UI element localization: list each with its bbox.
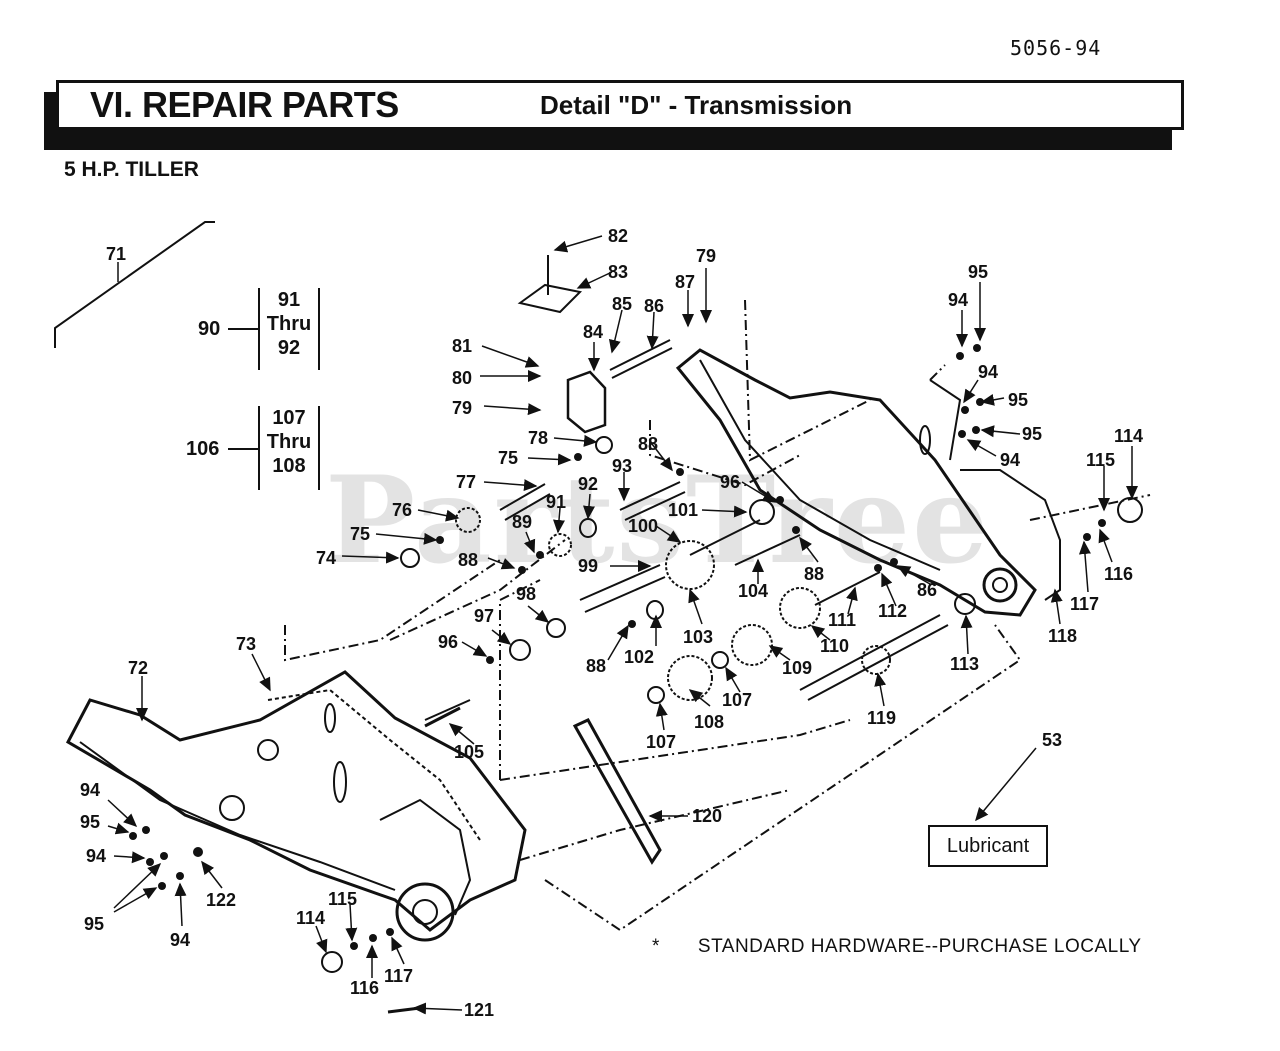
- detail-title: Detail "D" - Transmission: [540, 90, 853, 120]
- part-callout-95: 95: [80, 812, 100, 832]
- part-callout-117: 117: [384, 966, 413, 986]
- group-90-line: Thru: [266, 313, 312, 335]
- part-callout-98: 98: [516, 584, 536, 604]
- part-callout-83: 83: [608, 262, 628, 282]
- part-callout-113: 113: [950, 654, 979, 674]
- part-callout-85: 85: [612, 294, 632, 314]
- part-callout-82: 82: [608, 226, 628, 246]
- part-callout-95: 95: [1008, 390, 1028, 410]
- part-callout-86: 86: [644, 296, 664, 316]
- part-callout-102: 102: [624, 647, 654, 667]
- part-callout-115: 115: [328, 889, 357, 909]
- part-callout-101: 101: [668, 500, 698, 520]
- part-callout-53: 53: [1042, 730, 1062, 750]
- part-callout-103: 103: [683, 627, 713, 647]
- model-label: 5 H.P. TILLER: [64, 158, 199, 181]
- part-callout-73: 73: [236, 634, 256, 654]
- group-106-line: Thru: [266, 431, 312, 453]
- group-90-box: 91 Thru 92: [258, 288, 320, 370]
- part-callout-94: 94: [1000, 450, 1020, 470]
- part-callout-107: 107: [722, 690, 752, 710]
- part-callout-99: 99: [578, 556, 598, 576]
- part-callout-80: 80: [452, 368, 472, 388]
- part-callout-105: 105: [454, 742, 484, 762]
- part-callout-94: 94: [86, 846, 106, 866]
- part-callout-87: 87: [675, 272, 695, 292]
- part-callout-95: 95: [1022, 424, 1042, 444]
- part-callout-75: 75: [350, 524, 370, 544]
- part-callout-94: 94: [80, 780, 100, 800]
- part-callout-121: 121: [464, 1000, 494, 1020]
- part-callout-118: 118: [1048, 626, 1077, 646]
- part-callout-91: 91: [546, 492, 566, 512]
- part-callout-95: 95: [84, 914, 104, 934]
- part-callout-81: 81: [452, 336, 472, 356]
- group-90-line: 91: [277, 289, 301, 311]
- part-callout-88: 88: [586, 656, 606, 676]
- part-callout-93: 93: [612, 456, 632, 476]
- part-callout-94: 94: [978, 362, 998, 382]
- part-callout-114: 114: [1114, 426, 1143, 446]
- leader-arrows: [107, 235, 1138, 1015]
- part-callout-88: 88: [804, 564, 824, 584]
- part-callout-78: 78: [528, 428, 548, 448]
- part-callout-100: 100: [628, 516, 658, 536]
- part-callout-88: 88: [638, 434, 658, 454]
- part-callout-88: 88: [458, 550, 478, 570]
- part-callout-71: 71: [106, 244, 126, 264]
- part-callout-122: 122: [206, 890, 236, 910]
- part-callout-108: 108: [694, 712, 724, 732]
- part-callout-79: 79: [452, 398, 472, 418]
- group-106-line: 108: [272, 455, 306, 477]
- part-callout-116: 116: [350, 978, 379, 998]
- part-callout-119: 119: [867, 708, 896, 728]
- part-callout-96: 96: [438, 632, 458, 652]
- part-callout-94: 94: [948, 290, 968, 310]
- footnote-text: STANDARD HARDWARE--PURCHASE LOCALLY: [697, 936, 1142, 957]
- group-90-line: 92: [277, 337, 301, 359]
- part-callout-79: 79: [696, 246, 716, 266]
- part-callout-110: 110: [820, 636, 849, 656]
- part-callout-107: 107: [646, 732, 676, 752]
- part-callout-89: 89: [512, 512, 532, 532]
- part-callout-95: 95: [968, 262, 988, 282]
- part-callout-72: 72: [128, 658, 148, 678]
- part-callout-97: 97: [474, 606, 494, 626]
- group-106-box: 107 Thru 108: [258, 406, 320, 490]
- part-callout-116: 116: [1104, 564, 1133, 584]
- section-title: VI. REPAIR PARTS: [90, 84, 399, 125]
- part-callout-96: 96: [720, 472, 740, 492]
- group-106-label: 106: [186, 438, 220, 460]
- part-callout-114: 114: [296, 908, 325, 928]
- part-callout-84: 84: [583, 322, 603, 342]
- part-callout-111: 111: [828, 610, 856, 630]
- part-callout-104: 104: [738, 581, 768, 601]
- part-callout-86: 86: [917, 580, 937, 600]
- group-90-label: 90: [198, 318, 221, 340]
- part-callout-112: 112: [878, 601, 907, 621]
- part-callout-94: 94: [170, 930, 190, 950]
- footnote: * STANDARD HARDWARE--PURCHASE LOCALLY: [652, 936, 1142, 958]
- header-box: [56, 80, 1184, 130]
- footnote-symbol: *: [652, 936, 660, 957]
- part-callout-115: 115: [1086, 450, 1115, 470]
- part-callout-109: 109: [782, 658, 812, 678]
- part-callout-76: 76: [392, 500, 412, 520]
- group-106-line: 107: [272, 407, 306, 429]
- part-callout-77: 77: [456, 472, 476, 492]
- diagram-linework: [54, 221, 1151, 1014]
- part-callout-120: 120: [692, 806, 722, 826]
- lubricant-box: Lubricant: [928, 825, 1048, 867]
- part-callout-74: 74: [316, 548, 336, 568]
- document-code: 5056-94: [1010, 36, 1102, 60]
- part-callout-92: 92: [578, 474, 598, 494]
- part-callout-75: 75: [498, 448, 518, 468]
- part-callout-117: 117: [1070, 594, 1099, 614]
